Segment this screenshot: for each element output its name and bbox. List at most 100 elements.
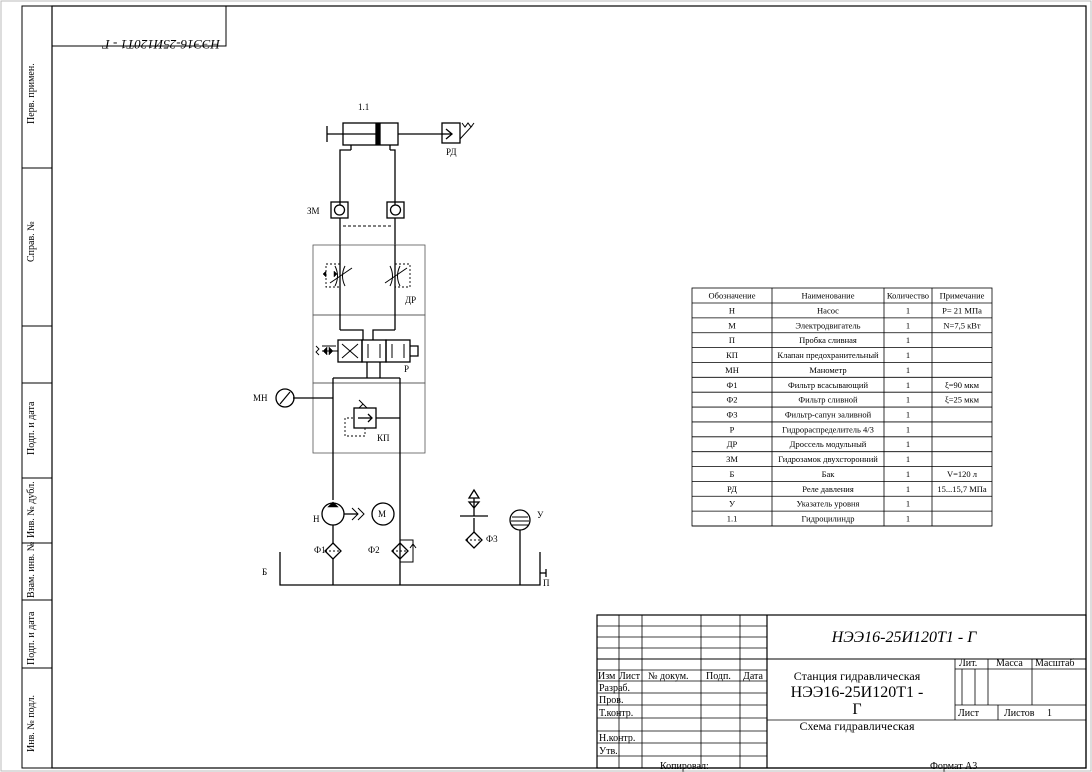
spec-cell: М bbox=[728, 320, 736, 330]
spec-cell: 1 bbox=[906, 350, 910, 360]
pressure-relay-rd bbox=[441, 122, 475, 144]
spec-cell: П bbox=[729, 335, 735, 345]
label-r: Р bbox=[404, 364, 409, 374]
spec-cell: 1 bbox=[906, 320, 910, 330]
spec-cell: У bbox=[729, 499, 736, 509]
spec-cell: Фильтр-сапун заливной bbox=[785, 410, 872, 420]
sheets-value: 1 bbox=[1047, 708, 1052, 719]
throttle-dr bbox=[322, 245, 411, 330]
spec-cell: Гидрораспределитель 4/3 bbox=[782, 424, 874, 434]
label-f1: Ф1 bbox=[314, 545, 326, 555]
label-f3: Ф3 bbox=[486, 534, 498, 544]
filter-f2 bbox=[391, 539, 417, 563]
tank-b bbox=[279, 552, 547, 586]
col-doc: № докум. bbox=[648, 671, 689, 682]
doc-name-code-1: НЭЭ16-25И120Т1 - bbox=[791, 684, 924, 701]
spec-header-name: Наименование bbox=[802, 291, 855, 301]
mass-label: Масса bbox=[996, 658, 1023, 669]
schematic-labels: 1.1 РД ЗМ ДР Р МН КП Н М Ф1 Ф2 Ф3 У Б П bbox=[253, 102, 550, 588]
spec-cell: 1 bbox=[906, 514, 910, 524]
relief-valve-kp bbox=[344, 399, 400, 437]
spec-cell: Н bbox=[729, 305, 735, 315]
row-nkontr: Н.контр. bbox=[599, 733, 635, 744]
spec-header-note: Примечание bbox=[940, 291, 985, 301]
label-p: П bbox=[543, 578, 550, 588]
lit-label: Лит. bbox=[959, 658, 977, 669]
spec-cell: РД bbox=[727, 484, 737, 494]
doc-name-code-2: Г bbox=[852, 701, 861, 718]
scale-label: Масштаб bbox=[1035, 658, 1075, 669]
spec-cell: 1 bbox=[906, 365, 910, 375]
spec-cell: 1 bbox=[906, 305, 910, 315]
col-list: Лист bbox=[619, 671, 641, 682]
spec-cell: Электродвигатель bbox=[795, 320, 860, 330]
side-label-vzam: Взам. инв. № bbox=[26, 542, 37, 598]
spec-cell: 1 bbox=[906, 395, 910, 405]
cylinder-1-1 bbox=[326, 122, 442, 150]
spec-cell: ДР bbox=[727, 439, 738, 449]
spec-cell: 1 bbox=[906, 424, 910, 434]
distributor-r bbox=[315, 339, 419, 363]
row-utv: Утв. bbox=[599, 746, 618, 757]
spec-cell: ξ=90 мкм bbox=[945, 380, 980, 390]
label-cylinder: 1.1 bbox=[358, 102, 369, 112]
row-prov: Пров. bbox=[599, 695, 623, 706]
doc-name-line1: Станция гидравлическая bbox=[794, 669, 921, 683]
spec-cell: 1 bbox=[906, 335, 910, 345]
side-label-inv: Инв. № подл. bbox=[26, 695, 37, 752]
spec-cell: Насос bbox=[817, 305, 839, 315]
spec-cell: N=7,5 кВт bbox=[943, 320, 980, 330]
spec-cell: Манометр bbox=[809, 365, 846, 375]
filter-f1 bbox=[324, 542, 342, 560]
spec-header-qty: Количество bbox=[887, 291, 929, 301]
label-rd: РД bbox=[446, 147, 456, 157]
pump-n bbox=[321, 501, 365, 526]
side-label-podp2: Подп. и дата bbox=[26, 611, 37, 665]
spec-cell: Фильтр всасывающий bbox=[788, 380, 868, 390]
col-sign: Подп. bbox=[706, 671, 731, 682]
spec-cell: V=120 л bbox=[947, 469, 978, 479]
hydraulic-schematic bbox=[275, 122, 547, 586]
spec-cell: P= 21 МПа bbox=[942, 305, 982, 315]
sheets-label: Листов bbox=[1004, 708, 1035, 719]
label-dr: ДР bbox=[405, 295, 416, 305]
spec-cell: Реле давления bbox=[802, 484, 854, 494]
level-gauge-u bbox=[509, 509, 531, 585]
spec-cell: Указатель уровня bbox=[797, 499, 860, 509]
spec-cell: Бак bbox=[822, 469, 836, 479]
doc-name-line3: Схема гидравлическая bbox=[799, 719, 915, 733]
spec-cell: Гидрозамок двухсторонний bbox=[778, 454, 878, 464]
side-label-podp1: Подп. и дата bbox=[26, 401, 37, 455]
label-f2: Ф2 bbox=[368, 545, 380, 555]
title-block bbox=[596, 614, 1087, 769]
side-label-perv: Перв. примен. bbox=[26, 63, 37, 124]
spec-cell: Фильтр сливной bbox=[798, 395, 858, 405]
filter-f3 bbox=[460, 488, 488, 549]
spec-cell: Б bbox=[730, 469, 735, 479]
spec-cell: Пробка сливная bbox=[799, 335, 857, 345]
spec-cell: 1 bbox=[906, 499, 910, 509]
spec-cell: Гидроцилиндр bbox=[802, 514, 855, 524]
spec-table: Обозначение Наименование Количество Прим… bbox=[691, 287, 993, 527]
col-izm: Изм bbox=[598, 671, 616, 682]
row-tkontr: Т.контр. bbox=[599, 708, 633, 719]
spec-cell: 1 bbox=[906, 454, 910, 464]
spec-cell: Ф3 bbox=[727, 410, 738, 420]
spec-cell: Клапан предохранительный bbox=[777, 350, 879, 360]
spec-cell: Дроссель модульный bbox=[790, 439, 867, 449]
row-razrab: Разраб. bbox=[599, 683, 630, 694]
label-u: У bbox=[537, 510, 544, 520]
spec-cell: ЗМ bbox=[726, 454, 738, 464]
spec-cell: 15...15,7 МПа bbox=[937, 484, 987, 494]
label-zm: ЗМ bbox=[307, 206, 320, 216]
sheet-label: Лист bbox=[958, 708, 980, 719]
title-block-text: НЭЭ16-25И120Т1 - Г Изм Лист № докум. Под… bbox=[598, 629, 1075, 772]
spec-cell: МН bbox=[725, 365, 739, 375]
spec-cell: 1 bbox=[906, 410, 910, 420]
spec-cell: 1.1 bbox=[727, 514, 738, 524]
spec-cell: КП bbox=[726, 350, 738, 360]
spec-header-code: Обозначение bbox=[709, 291, 756, 301]
col-date: Дата bbox=[743, 671, 763, 682]
